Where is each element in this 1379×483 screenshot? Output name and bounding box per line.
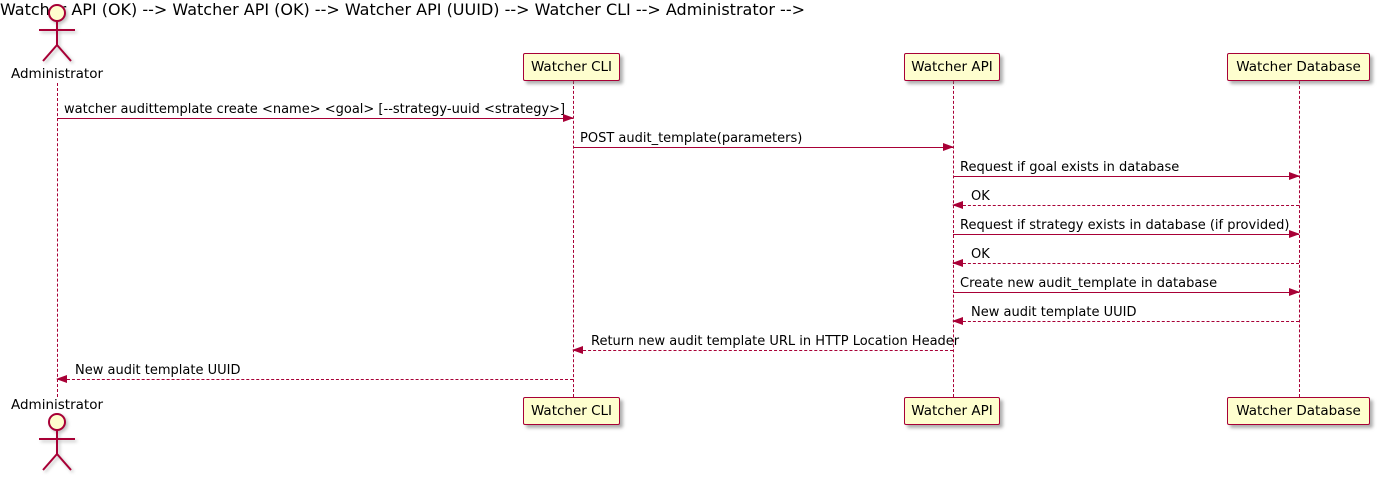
participant-label: Watcher API xyxy=(911,403,993,419)
participant-label: Watcher CLI xyxy=(530,403,613,419)
actor-label: Administrator xyxy=(10,66,104,82)
participant-label: Watcher Database xyxy=(1236,403,1361,419)
arrowhead-icon xyxy=(563,114,574,122)
arrowhead-icon xyxy=(952,201,963,209)
participant-label: Watcher CLI xyxy=(530,59,613,75)
message-label: Create new audit_template in database xyxy=(960,276,1218,291)
participant-watcher-database-bottom: Watcher Database xyxy=(1227,397,1370,425)
message-line xyxy=(953,321,1299,322)
message-post-audit-template: POST audit_template(parameters) xyxy=(573,128,954,151)
message-line xyxy=(573,350,953,351)
message-line xyxy=(953,176,1299,177)
message-line xyxy=(953,292,1299,293)
message-line xyxy=(57,118,573,119)
participant-watcher-api-top: Watcher API xyxy=(904,53,1000,81)
message-line xyxy=(57,379,573,380)
message-ok-goal: OK xyxy=(952,186,1299,209)
message-ok-strategy: OK xyxy=(952,244,1299,267)
message-create-audit-template-db: Create new audit_template in database xyxy=(953,273,1300,296)
message-return-url-location-header: Return new audit template URL in HTTP Lo… xyxy=(572,331,959,354)
arrowhead-icon xyxy=(952,259,963,267)
lifeline-watcher-cli xyxy=(573,81,574,397)
participant-watcher-cli-bottom: Watcher CLI xyxy=(523,397,620,425)
arrowhead-icon xyxy=(56,375,67,383)
participant-watcher-cli-top: Watcher CLI xyxy=(523,53,620,81)
arrowhead-icon xyxy=(1289,230,1300,238)
participant-label: Watcher Database xyxy=(1236,59,1361,75)
message-label: Request if goal exists in database xyxy=(960,160,1180,175)
participant-watcher-database-top: Watcher Database xyxy=(1227,53,1370,81)
arrowhead-icon xyxy=(572,346,583,354)
arrowhead-icon xyxy=(943,143,954,151)
actor-label: Administrator xyxy=(10,397,104,413)
message-create-audittemplate: watcher audittemplate create <name> <goa… xyxy=(57,99,574,122)
message-request-goal-exists: Request if goal exists in database xyxy=(953,157,1300,180)
arrowhead-icon xyxy=(1289,172,1300,180)
lifeline-administrator xyxy=(57,83,58,397)
participant-label: Watcher API xyxy=(911,59,993,75)
arrowhead-icon xyxy=(952,317,963,325)
lifeline-watcher-api xyxy=(953,81,954,397)
message-line xyxy=(953,205,1299,206)
message-label: New audit template UUID xyxy=(971,305,1137,320)
message-line xyxy=(953,263,1299,264)
message-label: OK xyxy=(971,189,990,204)
message-line xyxy=(573,147,953,148)
message-label: POST audit_template(parameters) xyxy=(580,131,803,146)
message-label: Return new audit template URL in HTTP Lo… xyxy=(591,334,960,349)
actor-icon xyxy=(39,4,75,62)
message-request-strategy-exists: Request if strategy exists in database (… xyxy=(953,215,1300,238)
message-line xyxy=(953,234,1299,235)
message-new-uuid-to-api: New audit template UUID xyxy=(952,302,1299,325)
participant-watcher-api-bottom: Watcher API xyxy=(904,397,1000,425)
actor-icon xyxy=(39,413,75,471)
lifeline-watcher-database xyxy=(1299,81,1300,397)
message-new-uuid-to-admin: New audit template UUID xyxy=(56,360,573,383)
arrowhead-icon xyxy=(1289,288,1300,296)
message-label: Request if strategy exists in database (… xyxy=(960,218,1290,233)
message-label: OK xyxy=(971,247,990,262)
message-label: watcher audittemplate create <name> <goa… xyxy=(64,102,566,117)
message-label: New audit template UUID xyxy=(75,363,241,378)
